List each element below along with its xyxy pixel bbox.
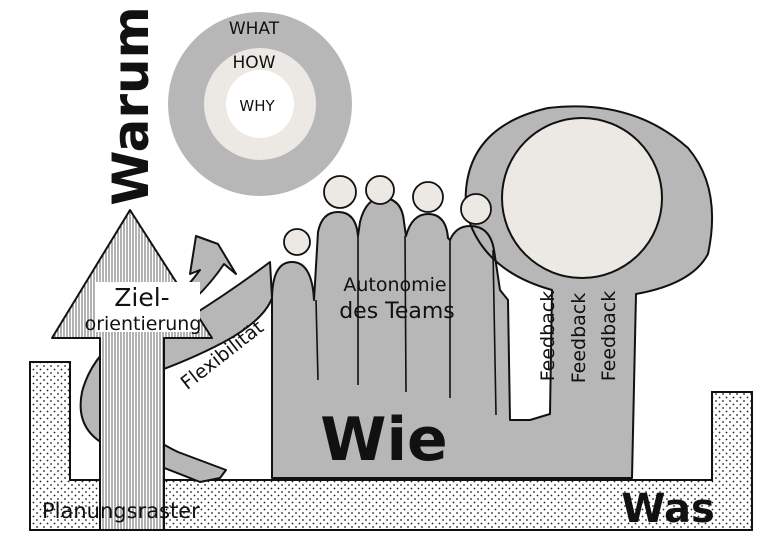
label-what: WHAT <box>229 19 280 39</box>
label-feedback-2: Feedback <box>568 293 590 383</box>
label-why: WHY <box>239 97 275 115</box>
label-ziel-2: orientierung <box>85 313 202 335</box>
label-ziel-1: Ziel- <box>114 283 169 312</box>
label-was: Was <box>621 486 715 532</box>
finger-heads <box>283 175 492 256</box>
feedback-loop-circle <box>501 117 663 279</box>
planungsraster-base <box>29 361 753 531</box>
label-feedback-1: Feedback <box>537 291 559 381</box>
label-planungsraster: Planungsraster <box>42 499 200 523</box>
finger-lines <box>315 235 497 416</box>
label-how: HOW <box>233 53 276 73</box>
circle-why <box>226 70 294 138</box>
golden-circle <box>168 12 352 196</box>
label-wie: Wie <box>320 405 447 475</box>
label-autonomie-2: des Teams <box>339 299 455 324</box>
label-warum: Warum <box>102 6 160 205</box>
label-autonomie-1: Autonomie <box>343 274 446 296</box>
ziel-label-bg <box>96 282 200 332</box>
label-feedback-3: Feedback <box>598 291 620 381</box>
